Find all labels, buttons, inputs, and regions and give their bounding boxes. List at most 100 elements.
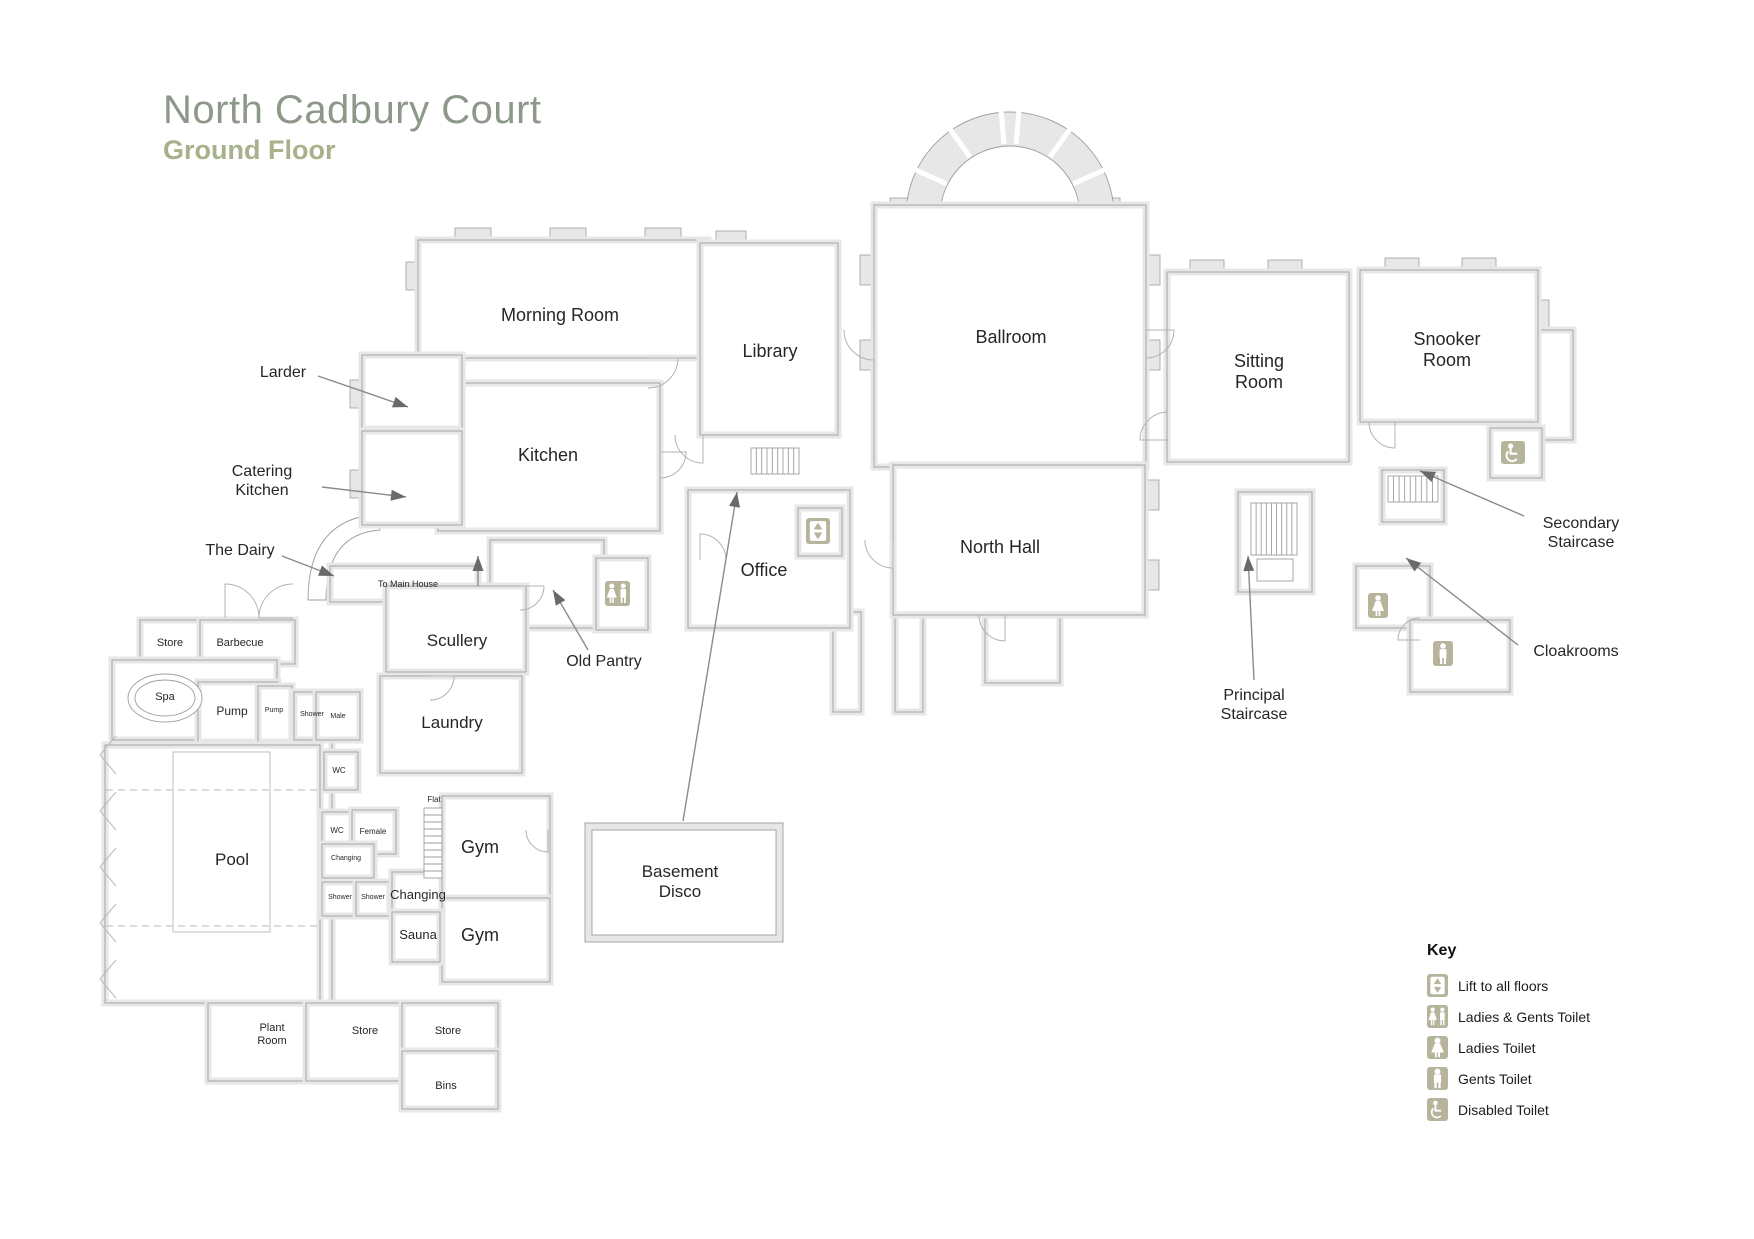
lift-icon <box>1427 974 1448 997</box>
label-store-bottom-1: Store <box>352 1025 378 1037</box>
secondary-stairs <box>1387 475 1439 503</box>
principal-stairs <box>1250 502 1298 556</box>
label-shower-1: Shower <box>328 894 352 901</box>
flat-stairs <box>423 807 443 879</box>
principal-stairs-return <box>1256 558 1294 582</box>
door-swing <box>978 614 1006 642</box>
label-male-room: Male <box>330 713 345 720</box>
key-item-toilet-ladies: Ladies Toilet <box>1427 1036 1717 1059</box>
callout-to-main-house-arrow <box>472 556 484 586</box>
label-to-main-house: To Main House <box>378 579 438 589</box>
plan-subtitle: Ground Floor <box>163 135 336 165</box>
label-ballroom: Ballroom <box>975 327 1046 347</box>
callout-the-dairy: The Dairy <box>205 542 335 577</box>
label-spa: Spa <box>155 691 175 703</box>
key-heading: Key <box>1427 942 1457 959</box>
door-swing <box>699 533 727 561</box>
label-flat: Flat <box>427 795 441 804</box>
label-pool-hall: Pool <box>215 850 249 869</box>
callout-label-the-dairy: The Dairy <box>205 542 274 559</box>
toilet-mixed-icon <box>1427 1005 1448 1028</box>
label-changing-small: Changing <box>331 855 361 862</box>
room-scullery <box>382 582 530 676</box>
toilet-disabled-icon <box>1501 441 1525 464</box>
door-swing <box>258 583 294 619</box>
room-morning-room <box>414 236 712 362</box>
room-cloakroom-2 <box>1406 616 1514 696</box>
label-gym-2: Gym <box>461 925 499 945</box>
label-wc-2: WC <box>330 826 344 835</box>
label-laundry: Laundry <box>421 713 483 732</box>
door-swing <box>674 434 704 464</box>
toilet-ladies-icon <box>1427 1036 1448 1059</box>
label-shower-2: Shower <box>361 894 385 901</box>
room-snooker-room <box>1356 266 1542 426</box>
pool-details <box>99 735 318 999</box>
label-wc-1: WC <box>332 766 346 775</box>
label-scullery: Scullery <box>427 631 488 650</box>
key-item-toilet-mixed: Ladies & Gents Toilet <box>1427 1005 1717 1028</box>
callout-cloakrooms: Cloakrooms <box>1405 557 1619 660</box>
room-bins <box>398 1047 502 1113</box>
room-store-bottom-1 <box>302 999 406 1085</box>
room-larder-room <box>358 351 466 433</box>
room-male-room <box>312 688 364 744</box>
toilet-ladies-icon <box>1427 1036 1448 1059</box>
label-pump-room: Pump <box>216 704 248 718</box>
ballroom-bay-window <box>905 109 1115 217</box>
door-swing <box>1368 421 1396 449</box>
room-wc-mixed-room <box>592 554 652 634</box>
door-swing <box>525 829 549 853</box>
room-gym-2 <box>438 894 554 986</box>
spa-tub: Spa <box>127 673 203 723</box>
key-item-toilet-gents: Gents Toilet <box>1427 1067 1717 1090</box>
label-kitchen: Kitchen <box>518 445 578 465</box>
callout-old-pantry: Old Pantry <box>552 589 642 670</box>
room-pump-small <box>254 682 296 746</box>
room-sauna <box>388 908 444 966</box>
toilet-mixed-icon <box>605 581 630 606</box>
room-catering-kitchen-room <box>358 427 466 529</box>
lift-icon <box>806 518 830 544</box>
label-north-hall: North Hall <box>960 537 1040 557</box>
label-female-room: Female <box>360 827 387 836</box>
door-swing <box>1397 617 1421 641</box>
key-item-label: Lift to all floors <box>1458 977 1549 994</box>
label-changing-big: Changing <box>390 887 446 902</box>
key-item-lift: Lift to all floors <box>1427 974 1717 997</box>
office-stairs <box>750 447 800 475</box>
room-kitchen <box>434 379 664 535</box>
label-shower-top: Shower <box>300 711 324 718</box>
toilet-disabled-icon <box>1427 1098 1448 1121</box>
key-item-toilet-disabled: Disabled Toilet <box>1427 1098 1717 1121</box>
toilet-gents-icon <box>1427 1067 1448 1090</box>
key-item-label: Gents Toilet <box>1458 1070 1532 1087</box>
toilet-gents-icon <box>1433 641 1453 666</box>
callout-label-old-pantry: Old Pantry <box>566 653 642 670</box>
label-pump-small: Pump <box>265 707 283 714</box>
toilet-gents-icon <box>1427 1067 1448 1090</box>
room-store-bottom-2 <box>398 999 502 1055</box>
key-item-label: Disabled Toilet <box>1458 1101 1549 1118</box>
door-swing <box>647 357 679 389</box>
door-swing <box>659 451 687 479</box>
label-store-bottom-2: Store <box>435 1025 461 1037</box>
callout-label-larder: Larder <box>260 364 307 381</box>
door-swing <box>1139 411 1169 441</box>
label-bins: Bins <box>435 1080 457 1092</box>
key-item-label: Ladies Toilet <box>1458 1039 1536 1056</box>
toilet-disabled-icon <box>1427 1098 1448 1121</box>
callout-label-cloakrooms: Cloakrooms <box>1533 643 1618 660</box>
label-gym-1: Gym <box>461 837 499 857</box>
door-swing <box>224 583 260 619</box>
label-morning-room: Morning Room <box>501 305 619 325</box>
label-sauna: Sauna <box>399 927 437 942</box>
